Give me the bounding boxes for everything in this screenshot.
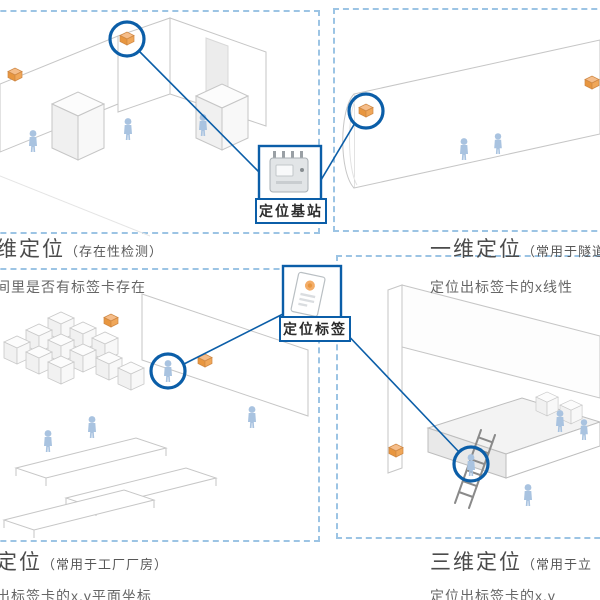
frame-bottom-left (0, 268, 320, 542)
anchor-tag-icon (103, 313, 119, 328)
caption-note: （常用于工厂厂房） (42, 557, 169, 572)
connector-lines (138, 50, 460, 453)
caption-title: 三维定位 (430, 551, 522, 574)
station-label-box: 定位基站 (255, 198, 327, 224)
station-label: 定位基站 (259, 203, 323, 219)
tunnel-mouth-inner (349, 96, 358, 186)
subtitle-bottom-right: 定位出标签卡的x,y (430, 588, 556, 600)
crate-stack (3, 311, 145, 391)
person-icon (248, 406, 256, 428)
tag-label: 定位标签 (283, 321, 347, 337)
side-wall (387, 284, 403, 474)
caption-title: 一维定位 (430, 238, 522, 261)
scene-presence-room (0, 17, 267, 237)
person-icon (524, 484, 532, 506)
caption-bottom-left: 定位（常用于工厂厂房） (0, 546, 168, 576)
subtitle-top-left: 间里是否有标签卡存在 (0, 279, 146, 295)
caption-note: （存在性检测） (65, 244, 164, 259)
caption-top-left: 维定位（存在性检测） (0, 233, 163, 263)
room-cabinet (194, 83, 250, 151)
caption-bottom-right: 三维定位（常用于立 (430, 546, 592, 576)
frame-bottom-right (336, 255, 600, 539)
caption-note: （常用于隧道 (522, 244, 600, 259)
caption-top-right: 一维定位（常用于隧道 (430, 233, 600, 263)
subtitle-top-right: 定位出标签卡的x线性 (430, 279, 573, 295)
scene-factory (2, 293, 309, 538)
person-icon (44, 430, 52, 452)
frame-top-left (0, 10, 320, 234)
work-bench (2, 489, 156, 538)
back-wall (401, 284, 600, 399)
caption-title: 维定位 (0, 238, 65, 261)
base-station-icon (269, 151, 309, 193)
person-icon (164, 360, 172, 382)
person-icon (29, 130, 37, 152)
highlight-circle (149, 352, 187, 390)
highlight-circle (452, 445, 490, 483)
highlight-circles (108, 20, 490, 483)
floor-line (0, 175, 151, 237)
room-cabinet (50, 91, 106, 161)
frame-top-right (333, 8, 600, 232)
crate (535, 391, 559, 417)
subtitle-bottom-left: 出标签卡的x,y平面坐标 (0, 588, 152, 600)
tunnel-wall (353, 39, 600, 189)
person-icon (124, 118, 132, 140)
tag-label-box: 定位标签 (279, 316, 351, 342)
highlight-circle (108, 20, 146, 58)
caption-title: 定位 (0, 551, 42, 574)
work-bench (14, 437, 168, 486)
scene-platform (387, 284, 600, 509)
factory-wall (141, 293, 309, 417)
caption-note: （常用于立 (522, 557, 593, 572)
highlight-circle (347, 92, 385, 130)
person-icon (88, 416, 96, 438)
location-tag-icon (290, 271, 326, 317)
tag-image-box (281, 264, 343, 320)
station-image-box (257, 144, 323, 202)
